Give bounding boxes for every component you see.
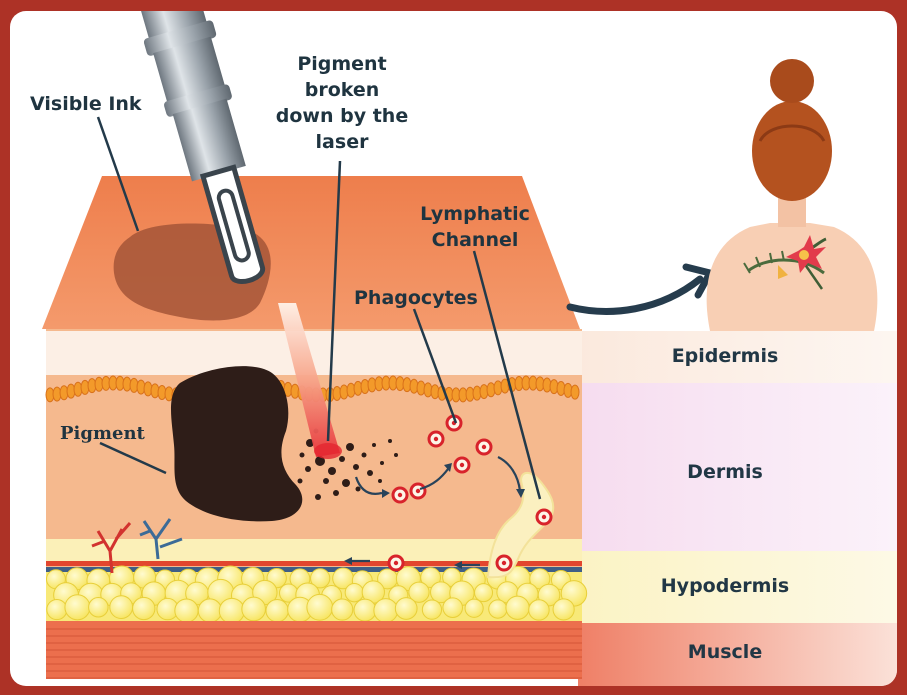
lymphatic-channel-label: Lymphatic Channel [410,201,540,253]
woman-back-illustration [707,59,878,331]
arrow-to-person [570,279,700,311]
lymphatic-line-1: Lymphatic [410,201,540,227]
phagocytes-label: Phagocytes [354,285,478,311]
pigment-broken-line-4: laser [272,129,412,155]
hypodermis-label: Hypodermis [620,575,830,597]
pigment-broken-line-3: down by the [272,103,412,129]
visible-ink-label: Visible Ink [30,91,142,117]
dermis-label: Dermis [620,461,830,483]
epidermis-label: Epidermis [620,345,830,367]
muscle-label: Muscle [620,641,830,663]
pigment-broken-label: Pigment broken down by the laser [272,51,412,155]
pigment-broken-line-2: broken [272,77,412,103]
lymphatic-line-2: Channel [410,227,540,253]
diagram-card: Visible Ink Pigment broken down by the l… [10,11,897,686]
pigment-broken-line-1: Pigment [272,51,412,77]
pigment-label: Pigment [60,421,145,447]
laser-spot [314,443,342,459]
